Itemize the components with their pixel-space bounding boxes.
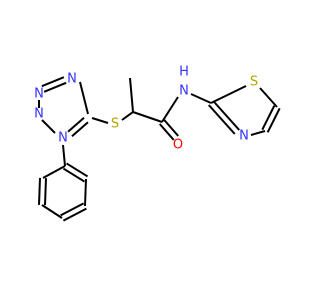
bond-phenyl-2-3 bbox=[43, 178, 47, 206]
bond-phenyl-6-1 bbox=[62, 167, 85, 183]
bond-ch-carbonyl bbox=[132, 111, 163, 123]
atom-n-thiazole: N bbox=[239, 129, 249, 144]
atom-n-amide: N bbox=[179, 84, 189, 99]
atom-n-tetrazole-lower-left: N bbox=[34, 107, 44, 122]
bond-thiazole-c2-s bbox=[210, 85, 247, 104]
bond-thiazole-c4-n bbox=[250, 130, 266, 136]
bond-tetrazole-n2-n1 bbox=[43, 81, 67, 93]
bond-phenyl-4-5 bbox=[62, 207, 87, 222]
bond-carbonyl-o bbox=[158, 123, 175, 141]
atom-n-tetrazole-top: N bbox=[67, 72, 77, 87]
atom-n-tetrazole-upper-left: N bbox=[34, 87, 44, 102]
bond-thiazole-c5-c4 bbox=[266, 107, 281, 133]
atom-o-carbonyl: O bbox=[173, 138, 183, 153]
bond-n4-phenyl bbox=[62, 144, 66, 167]
bond-s-ch bbox=[121, 111, 134, 121]
bond-phenyl-3-4 bbox=[41, 204, 63, 219]
bond-nh-thiazole bbox=[190, 93, 212, 104]
bond-thiazole-c5-c4 bbox=[261, 105, 276, 131]
bond-tetrazole-c5-n4 bbox=[71, 121, 89, 138]
bond-phenyl-1-2 bbox=[42, 165, 66, 179]
molecule-structure: N N N N S O N H S N bbox=[34, 65, 281, 222]
bond-phenyl-5-6 bbox=[84, 178, 87, 207]
bond-phenyl-2-3 bbox=[38, 177, 42, 205]
bond-lines bbox=[38, 76, 281, 222]
bond-tetrazole-n4-n3 bbox=[41, 119, 56, 134]
bond-phenyl-6-1 bbox=[66, 162, 89, 178]
bond-tetrazole-n1-c5 bbox=[79, 81, 89, 115]
bond-thiazole-n-c2 bbox=[208, 104, 236, 135]
bond-carbonyl-nh bbox=[161, 96, 179, 123]
bond-tetrazole-n2-n1 bbox=[41, 76, 65, 88]
bond-thiazole-s-c5 bbox=[259, 87, 278, 108]
atom-s-thioether: S bbox=[111, 117, 119, 132]
atom-h-amide: H bbox=[179, 65, 189, 80]
bond-tetrazole-c5-n4 bbox=[67, 116, 85, 133]
bond-phenyl-4-5 bbox=[60, 202, 85, 217]
bond-carbonyl-o bbox=[163, 119, 180, 137]
atom-n-tetrazole-phenyl: N bbox=[58, 131, 68, 146]
bond-thiazole-n-c2 bbox=[212, 100, 240, 131]
bond-ch-methyl bbox=[129, 77, 134, 113]
bond-c5-s bbox=[91, 117, 109, 124]
atom-s-thiazole: S bbox=[250, 75, 258, 90]
